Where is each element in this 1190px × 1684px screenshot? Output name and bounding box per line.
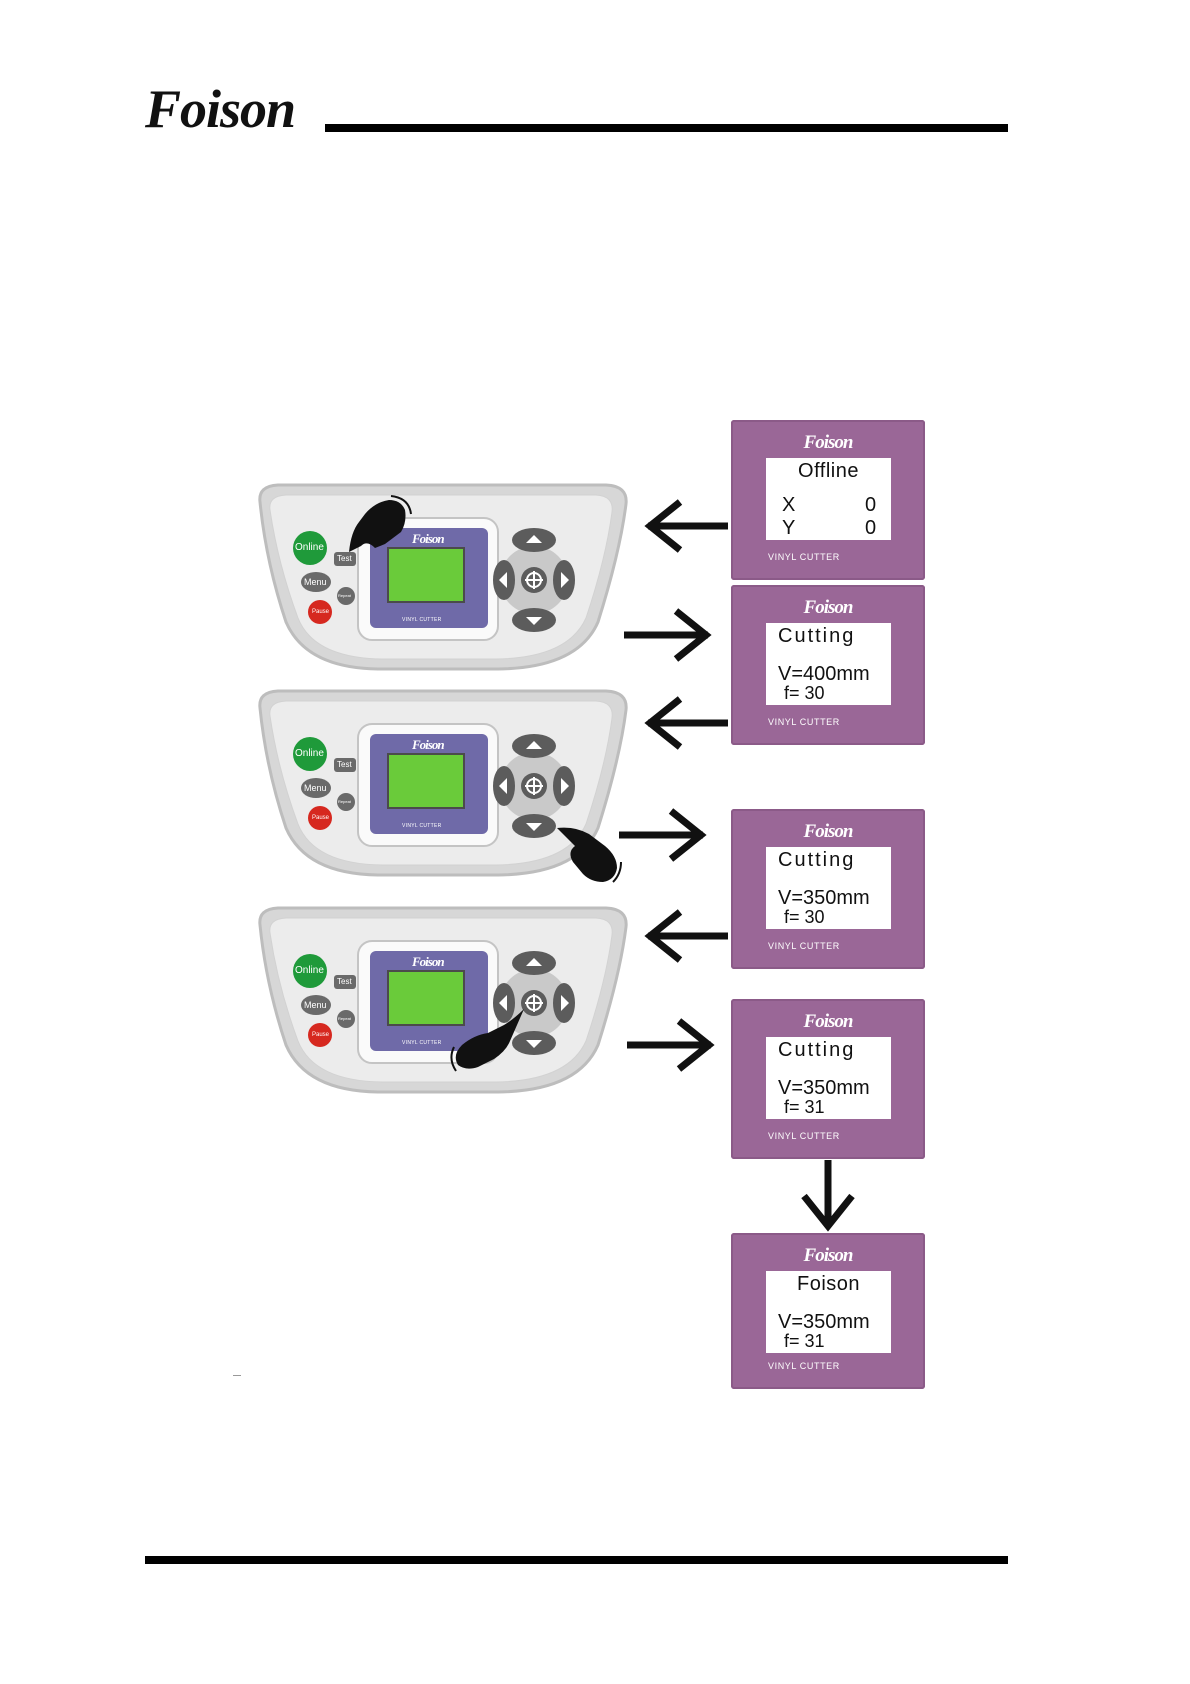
panel-footer: VINYL CUTTER (768, 1131, 840, 1141)
pad-screen-logo: Foison (412, 954, 445, 969)
y-value: 0 (865, 517, 877, 539)
menu-button-label: Menu (304, 783, 327, 793)
pad-screen-caption: VINYL CUTTER (402, 823, 442, 829)
panel-force-text: f= 30 (784, 683, 825, 703)
panel-screen: Cutting V=350mm f= 30 (766, 847, 891, 929)
x-value: 0 (865, 494, 877, 516)
panel-status-text: Cutting (778, 625, 856, 647)
panel-speed-text: V=400mm (778, 663, 870, 685)
panel-footer: VINYL CUTTER (768, 552, 840, 562)
arrow-left-icon (644, 909, 728, 963)
lcd-panel-offline: Foison Offline X 0 Y 0 VINYL CUTTER (731, 420, 925, 580)
arrow-right-icon (627, 1018, 715, 1072)
repeat-button-label: Repeat (338, 1016, 351, 1021)
online-button-label: Online (295, 965, 324, 976)
panel-logo: Foison (803, 1011, 854, 1032)
lcd-panel-cutting-350: Foison Cutting V=350mm f= 30 VINYL CUTTE… (731, 809, 925, 969)
arrow-left-icon (644, 696, 728, 750)
arrow-down-icon (801, 1160, 855, 1232)
repeat-button-label: Repeat (338, 593, 351, 598)
test-button-label: Test (337, 760, 352, 769)
lcd-panel-cutting-350-f31: Foison Cutting V=350mm f= 31 VINYL CUTTE… (731, 999, 925, 1159)
hand-pointer-icon (450, 1009, 524, 1072)
online-button-label: Online (295, 542, 324, 553)
pause-button-label: Pause (312, 609, 330, 615)
header-rule (325, 124, 1008, 132)
pad-screen-caption: VINYL CUTTER (402, 617, 442, 623)
lcd-panel-cutting-400: Foison Cutting V=400mm f= 30 VINYL CUTTE… (731, 585, 925, 745)
panel-footer: VINYL CUTTER (768, 941, 840, 951)
panel-status-text: Offline (798, 460, 859, 482)
hand-pointer-icon (349, 495, 412, 552)
hand-pointer-icon (557, 827, 622, 883)
panel-screen: Offline X 0 Y 0 (766, 458, 891, 540)
panel-speed-text: V=350mm (778, 1311, 870, 1333)
panel-logo: Foison (803, 597, 854, 618)
pad-screen-logo: Foison (412, 737, 445, 752)
menu-button-label: Menu (304, 1000, 327, 1010)
panel-screen: Foison V=350mm f= 31 (766, 1271, 891, 1353)
pause-button-label: Pause (312, 815, 330, 821)
lcd-panel-foison: Foison Foison V=350mm f= 31 VINYL CUTTER (731, 1233, 925, 1389)
online-button-label: Online (295, 748, 324, 759)
test-button-label: Test (337, 554, 352, 563)
pad-screen-logo: Foison (412, 531, 445, 546)
panel-force-text: f= 30 (784, 907, 825, 927)
arrow-left-icon (644, 499, 728, 553)
menu-button-label: Menu (304, 577, 327, 587)
panel-speed-text: V=350mm (778, 887, 870, 909)
panel-status-text: Cutting (778, 1039, 856, 1061)
repeat-button-label: Repeat (338, 799, 351, 804)
footer-rule (145, 1556, 1008, 1564)
panel-status-text: Cutting (778, 849, 856, 871)
pause-button-label: Pause (312, 1032, 330, 1038)
panel-logo: Foison (803, 432, 854, 453)
control-pad-graphic (258, 906, 628, 1094)
panel-footer: VINYL CUTTER (768, 1361, 840, 1371)
panel-force-text: f= 31 (784, 1097, 825, 1117)
pad-screen-caption: VINYL CUTTER (402, 1040, 442, 1046)
panel-screen: Cutting V=350mm f= 31 (766, 1037, 891, 1119)
arrow-right-icon (619, 808, 707, 862)
panel-force-text: f= 31 (784, 1331, 825, 1351)
control-pad-2: Online Menu Test Repeat Pause Foison VIN… (248, 688, 636, 878)
arrow-right-icon (624, 608, 712, 662)
control-pad-1: Online Menu Test Repeat Pause Foison VIN… (248, 482, 636, 672)
panel-logo: Foison (803, 1245, 854, 1266)
panel-speed-text: V=350mm (778, 1077, 870, 1099)
stray-mark (233, 1375, 241, 1376)
panel-status-text: Foison (796, 1273, 861, 1295)
panel-logo: Foison (803, 821, 854, 842)
control-pad-3: Online Menu Test Repeat Pause Foison VIN… (248, 905, 636, 1095)
y-label: Y (782, 517, 796, 539)
control-pad-graphic (258, 689, 628, 877)
panel-footer: VINYL CUTTER (768, 717, 840, 727)
x-label: X (782, 494, 796, 516)
panel-screen: Cutting V=400mm f= 30 (766, 623, 891, 705)
test-button-label: Test (337, 977, 352, 986)
header-logo: Foison (145, 79, 296, 139)
